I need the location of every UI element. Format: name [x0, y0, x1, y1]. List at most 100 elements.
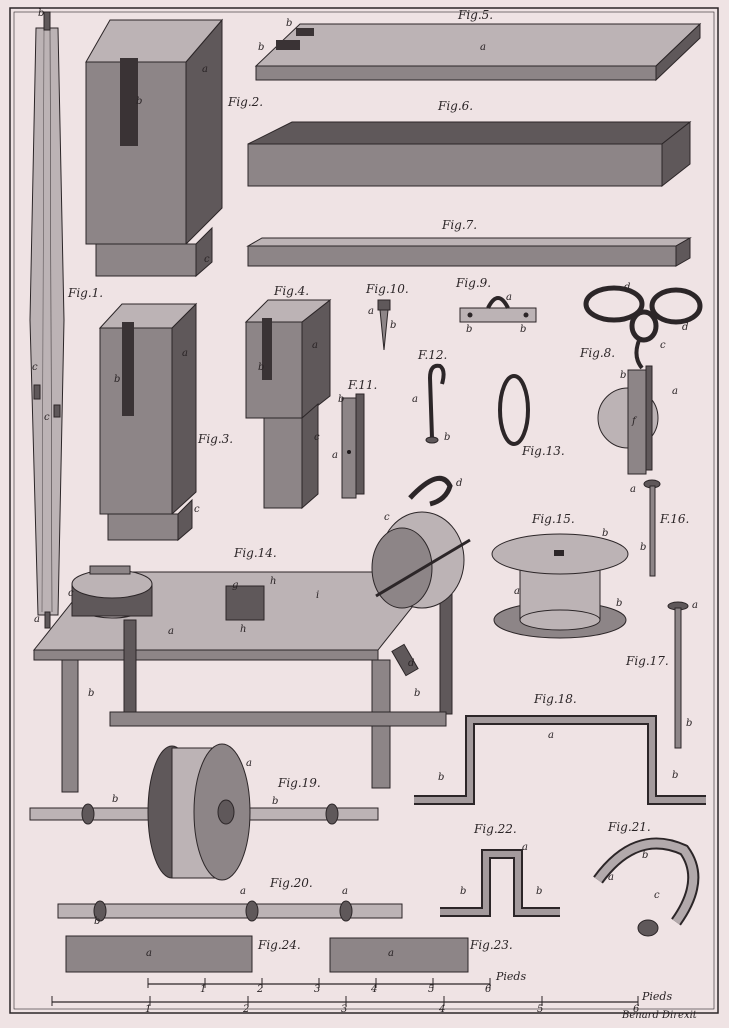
fig3-letter-c: c: [194, 504, 200, 515]
fig10-letter-b: b: [390, 320, 397, 331]
fig12-letter-a: a: [412, 394, 418, 405]
fig17-pin: [667, 601, 689, 749]
fig9-letter-a: a: [506, 292, 512, 303]
fig18-letter-a: a: [548, 730, 554, 741]
fig1-letter-b: b: [38, 8, 45, 19]
fig14-letter-c: c: [68, 588, 74, 599]
fig1-letter-c2: c: [44, 412, 50, 423]
fig20-letter-b: b: [94, 916, 101, 927]
fig1-label: Fig.1.: [68, 286, 104, 300]
fig14-letter-i: i: [316, 590, 320, 601]
fig16-letter-b: b: [640, 542, 647, 553]
fig13-label: Fig.13.: [522, 444, 565, 458]
fig16-pin: [643, 479, 661, 577]
fig22-letter-b2: b: [536, 886, 543, 897]
fig14-letter-d: d: [456, 478, 463, 489]
fig22-letter-b: b: [460, 886, 467, 897]
fig2-letter-a: a: [202, 64, 208, 75]
fig19-letter-a: a: [246, 758, 252, 769]
fig14-letter-c2: c: [384, 512, 390, 523]
fig21-letter-b: b: [642, 850, 649, 861]
fig9-label: Fig.9.: [456, 276, 492, 290]
fig8-letter-a: a: [672, 386, 678, 397]
fig19-reel: [29, 743, 379, 881]
fig5-label: Fig.5.: [458, 8, 494, 22]
fig3-letter-a: a: [182, 348, 188, 359]
fig14-table: [32, 475, 471, 793]
fig4-label: Fig.4.: [274, 284, 310, 298]
lower-scale-tick-2: 2: [243, 1004, 250, 1015]
plate-border-inner: [13, 11, 715, 1010]
fig15-letter-b: b: [602, 528, 609, 539]
fig5-plank: [254, 22, 702, 82]
plate-border: [9, 7, 719, 1014]
upper-scale-tick-4: 4: [371, 984, 378, 995]
fig15-letter-b2: b: [616, 598, 623, 609]
fig11-letter-b: b: [338, 394, 345, 405]
lower-scale-tick-1: 1: [145, 1004, 152, 1015]
upper-scale-tick-2: 2: [257, 984, 264, 995]
fig18-bracket: [414, 715, 706, 805]
fig2-letter-c: c: [204, 254, 210, 265]
upper-scale-tick-3: 3: [314, 984, 321, 995]
fig9-letter-b: b: [466, 324, 473, 335]
fig1-pole: [29, 11, 65, 629]
fig12-letter-b: b: [444, 432, 451, 443]
fig21-letter-a: a: [608, 872, 614, 883]
fig5-letter-a: a: [480, 42, 486, 53]
fig23-letter-a: a: [388, 948, 394, 959]
fig14-letter-g: g: [232, 580, 239, 591]
fig24-letter-a: a: [146, 948, 152, 959]
fig2-label: Fig.2.: [228, 95, 264, 109]
fig10-screw: [377, 299, 391, 351]
fig19-letter-b2: b: [272, 796, 279, 807]
fig7-label: Fig.7.: [442, 218, 478, 232]
lower-scale-tick-5: 5: [537, 1004, 544, 1015]
fig13-ring: [498, 374, 530, 446]
fig21-band: [593, 837, 700, 937]
fig6-label: Fig.6.: [438, 99, 474, 113]
fig8-letter-b: b: [620, 370, 627, 381]
fig23-plate: [329, 937, 469, 973]
fig11-letter-a: a: [332, 450, 338, 461]
fig19-label: Fig.19.: [278, 776, 321, 790]
fig9-letter-b2: b: [520, 324, 527, 335]
fig11-plate: [341, 393, 365, 499]
fig10-letter-a: a: [368, 306, 374, 317]
fig9-clamp: [459, 296, 537, 323]
fig20-label: Fig.20.: [270, 876, 313, 890]
fig14-letter-h2: h: [240, 624, 247, 635]
fig3-block: [98, 302, 198, 542]
fig10-label: Fig.10.: [366, 282, 409, 296]
fig8-letter-c: c: [660, 340, 666, 351]
lower-scale-tick-6: 6: [633, 1004, 640, 1015]
fig16-letter-a: a: [630, 484, 636, 495]
fig6-trough: [247, 120, 692, 188]
fig23-label: Fig.23.: [470, 938, 513, 952]
fig20-shaft: [57, 900, 403, 922]
fig15-letter-a: a: [514, 586, 520, 597]
fig1-letter-c: c: [32, 362, 38, 373]
fig19-letter-b: b: [112, 794, 119, 805]
fig4-block: [244, 298, 332, 510]
upper-scale-tick-6: 6: [485, 984, 492, 995]
fig22-bracket: [440, 849, 560, 917]
fig11-label: F.11.: [348, 378, 378, 392]
lower-scale-tick-4: 4: [439, 1004, 446, 1015]
fig15-label: Fig.15.: [532, 512, 575, 526]
upper-scale-unit: Pieds: [496, 970, 527, 983]
fig18-letter-b: b: [438, 772, 445, 783]
fig20-letter-a2: a: [342, 886, 348, 897]
fig22-letter-a: a: [522, 842, 528, 853]
fig20-letter-a: a: [240, 886, 246, 897]
fig4-letter-a: a: [312, 340, 318, 351]
fig5-letter-b: b: [286, 18, 293, 29]
fig14-letter-b: b: [88, 688, 95, 699]
fig7-bar: [246, 237, 692, 267]
fig16-label: F.16.: [660, 512, 690, 526]
fig1-letter-a: a: [34, 614, 40, 625]
fig12-label: F.12.: [418, 348, 448, 362]
fig8-letter-f: f: [632, 416, 636, 427]
fig22-label: Fig.22.: [474, 822, 517, 836]
